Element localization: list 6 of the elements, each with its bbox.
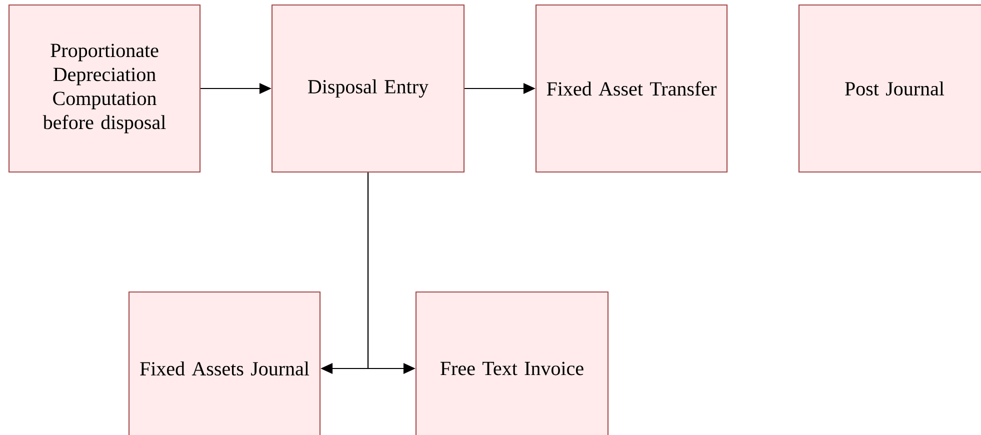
process-box: Fixed Asset Transfer [535,4,728,173]
process-box: Post Journal [798,4,981,173]
process-box: Disposal Entry [271,4,465,173]
process-box: Free Text Invoice [415,291,609,435]
process-box: Fixed Assets Journal [128,291,321,435]
process-box: Proportionate Depreciation Computation before disposal [8,4,201,173]
